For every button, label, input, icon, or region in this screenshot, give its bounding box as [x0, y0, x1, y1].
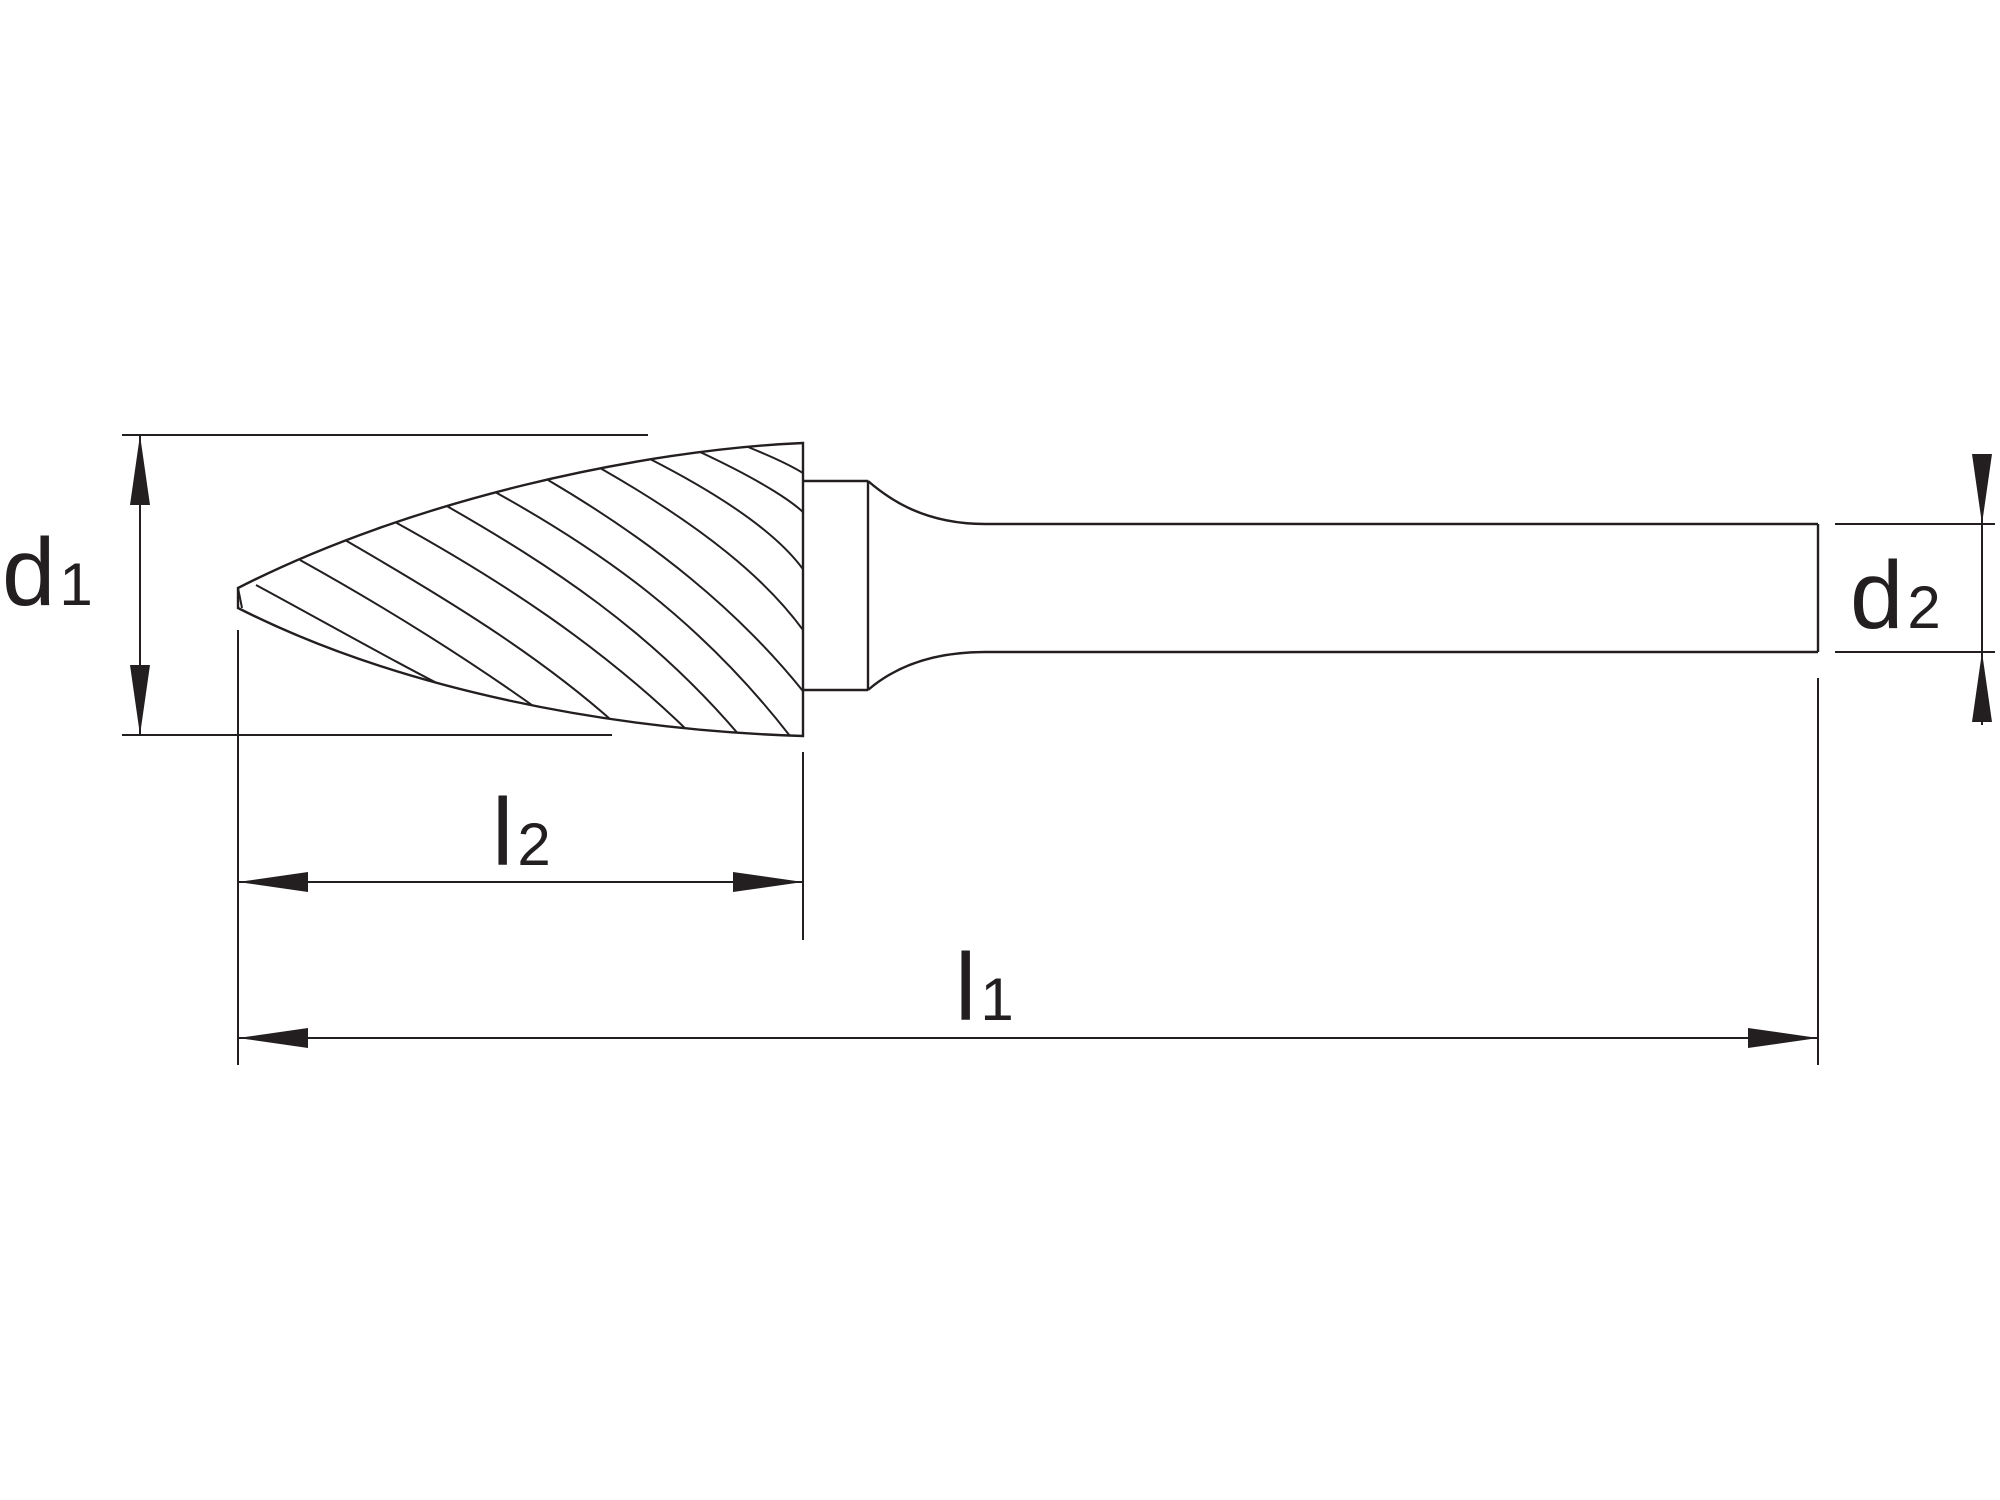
l1-arrow-left — [238, 1028, 308, 1048]
l2-arrow-left — [238, 872, 308, 892]
l1-dimension: l1 — [238, 934, 1818, 1048]
head-outline — [236, 441, 805, 738]
burr-head — [236, 441, 805, 738]
d2-label: d2 — [1850, 542, 1941, 649]
extension-lines — [122, 434, 1995, 1065]
flute-hatching — [238, 446, 803, 736]
d1-arrow-top — [130, 435, 150, 505]
d1-dimension: d1 — [2, 435, 150, 735]
l1-arrow-right — [1748, 1028, 1818, 1048]
l1-label: l1 — [955, 934, 1014, 1041]
d2-arrow-bottom — [1972, 652, 1992, 722]
d1-arrow-bottom — [130, 665, 150, 735]
l2-arrow-right — [733, 872, 803, 892]
d2-dimension: d2 — [1850, 454, 1992, 725]
tip-edge — [237, 587, 243, 609]
d2-arrow-top — [1972, 454, 1992, 524]
l2-label: l2 — [492, 779, 551, 886]
d1-label: d1 — [2, 519, 93, 626]
burr-shank — [985, 522, 1820, 654]
l2-dimension: l2 — [238, 779, 803, 892]
burr-neck — [803, 479, 986, 692]
